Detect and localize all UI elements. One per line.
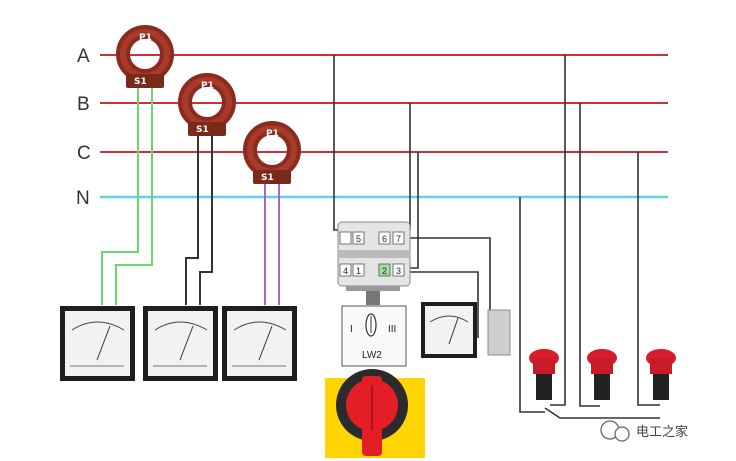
wire-c-lamp — [637, 152, 660, 406]
wire-n-lamps — [519, 197, 545, 413]
watermark: 电工之家 — [600, 420, 688, 442]
ct-b-wire-2 — [199, 135, 213, 305]
lw2-position-iii: III — [388, 324, 396, 335]
ct-c-p1: P1 — [266, 129, 279, 139]
ct-a-wire-2 — [115, 86, 153, 305]
terminal-2: 2 — [382, 266, 387, 276]
lw2-position-i: I — [350, 324, 353, 335]
ammeter-a — [60, 306, 135, 381]
ct-a-wire-1 — [101, 86, 139, 305]
bus-label-a: A — [77, 46, 90, 67]
ammeter-c — [222, 306, 297, 381]
indicator-lamp-c — [646, 349, 676, 400]
wire-a-to-switch — [333, 55, 340, 231]
wire-a-lamp — [550, 55, 566, 406]
lw2-terminal-block: 5 6 7 4 1 2 3 — [337, 221, 411, 305]
voltmeter — [421, 302, 511, 358]
terminal-4: 4 — [343, 266, 348, 276]
ct-wiring — [101, 86, 280, 305]
indicator-lamp-b — [587, 349, 617, 400]
ct-b-p1: P1 — [201, 81, 214, 91]
terminal-6: 6 — [382, 234, 387, 244]
bus-lines — [100, 54, 668, 199]
terminal-1: 1 — [356, 266, 361, 276]
ct-c-s1: S1 — [261, 173, 274, 183]
ct-c: P1 S1 — [243, 121, 301, 184]
wire-b-lamp — [579, 103, 600, 407]
bus-label-c: C — [77, 143, 91, 164]
terminal-5: 5 — [356, 234, 361, 244]
terminal-7: 7 — [396, 234, 401, 244]
lw2-label: LW2 — [362, 350, 382, 361]
lw2-faceplate: I III LW2 — [341, 305, 407, 367]
wire-c-to-switch — [410, 152, 419, 269]
control-wiring — [333, 55, 660, 419]
ct-a-p1: P1 — [139, 33, 152, 43]
ct-b-wire-1 — [185, 135, 199, 305]
wire-switch-to-voltmeter-2 — [408, 271, 479, 338]
wire-lamp-return — [544, 407, 660, 419]
rotary-selector-switch — [325, 369, 425, 458]
bus-label-n: N — [76, 188, 90, 209]
ct-a-s1: S1 — [134, 77, 147, 87]
ammeter-b — [143, 306, 218, 381]
ct-b-s1: S1 — [196, 125, 209, 135]
indicator-lamp-a — [529, 349, 559, 400]
watermark-text: 电工之家 — [636, 424, 688, 440]
ct-a: P1 S1 — [116, 25, 174, 88]
bus-label-b: B — [77, 94, 90, 115]
wire-switch-to-voltmeter-1 — [408, 237, 491, 338]
terminal-3: 3 — [396, 266, 401, 276]
ct-b: P1 S1 — [178, 73, 236, 136]
